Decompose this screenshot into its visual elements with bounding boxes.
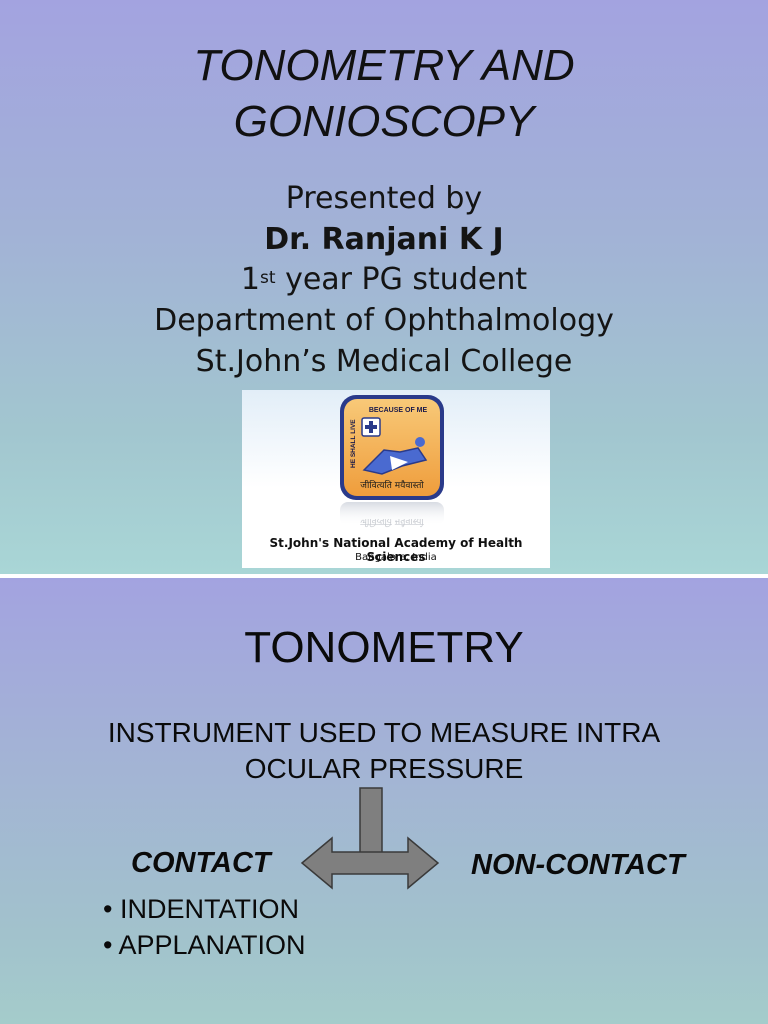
figure-head-icon [415,437,425,447]
figure-highlight [390,456,408,470]
logo-hindi-reflection: जीवित्यति मयैवास्तो [360,516,424,528]
logo-caption-line2: Bangalore, India [355,552,437,563]
logo-emblem: BECAUSE OF ME HE SHALL LIVE जीवित्यति मय… [340,395,444,528]
slide-separator [0,574,768,578]
description-line2: OCULAR PRESSURE [244,753,524,784]
cross-icon-horizontal [365,425,377,429]
list-item: • APPLANATION [103,930,306,961]
bullet-icon: • [103,894,113,924]
non-contact-label: NON-CONTACT [471,849,685,881]
department-name: Department of Ophthalmology [154,303,614,338]
description-line1: INSTRUMENT USED TO MEASURE INTRA [107,717,661,748]
badge-reflection [340,502,444,526]
presenter-year: 1st year PG student [0,260,768,300]
logo-side-text: HE SHALL LIVE [350,419,357,468]
tonometry-slide: TONOMETRY INSTRUMENT USED TO MEASURE INT… [0,578,768,1024]
year-text: year PG student [275,262,528,297]
contact-label: CONTACT [131,847,271,879]
bullet-icon: • [103,930,113,960]
logo-hindi-text: जीवित्यति मयैवास्तो [360,479,424,491]
slide-title: TONOMETRY [244,623,524,672]
presenter-name: Dr. Ranjani K J [264,222,504,257]
year-number: 1 [240,262,260,297]
double-headed-arrow [300,836,440,890]
slide-title-line2: GONIOSCOPY [233,97,535,146]
arrow-stem [359,787,383,855]
slide-title-line1: TONOMETRY AND [193,41,575,90]
presented-by-label: Presented by [285,181,483,216]
list-item-text: INDENTATION [119,894,299,924]
list-item-text: APPLANATION [118,930,306,960]
title-slide: TONOMETRY AND GONIOSCOPY Presented by Dr… [0,0,768,574]
institution-logo: BECAUSE OF ME HE SHALL LIVE जीवित्यति मय… [242,390,550,568]
college-name: St.John’s Medical College [195,344,573,379]
list-item: • INDENTATION [103,894,299,925]
logo-top-text: BECAUSE OF ME [369,407,428,414]
year-superscript: st [260,268,276,288]
logo-caption-line1: St.John's National Academy of Health Sci… [269,536,523,564]
branch-arrow-icon [300,787,440,890]
